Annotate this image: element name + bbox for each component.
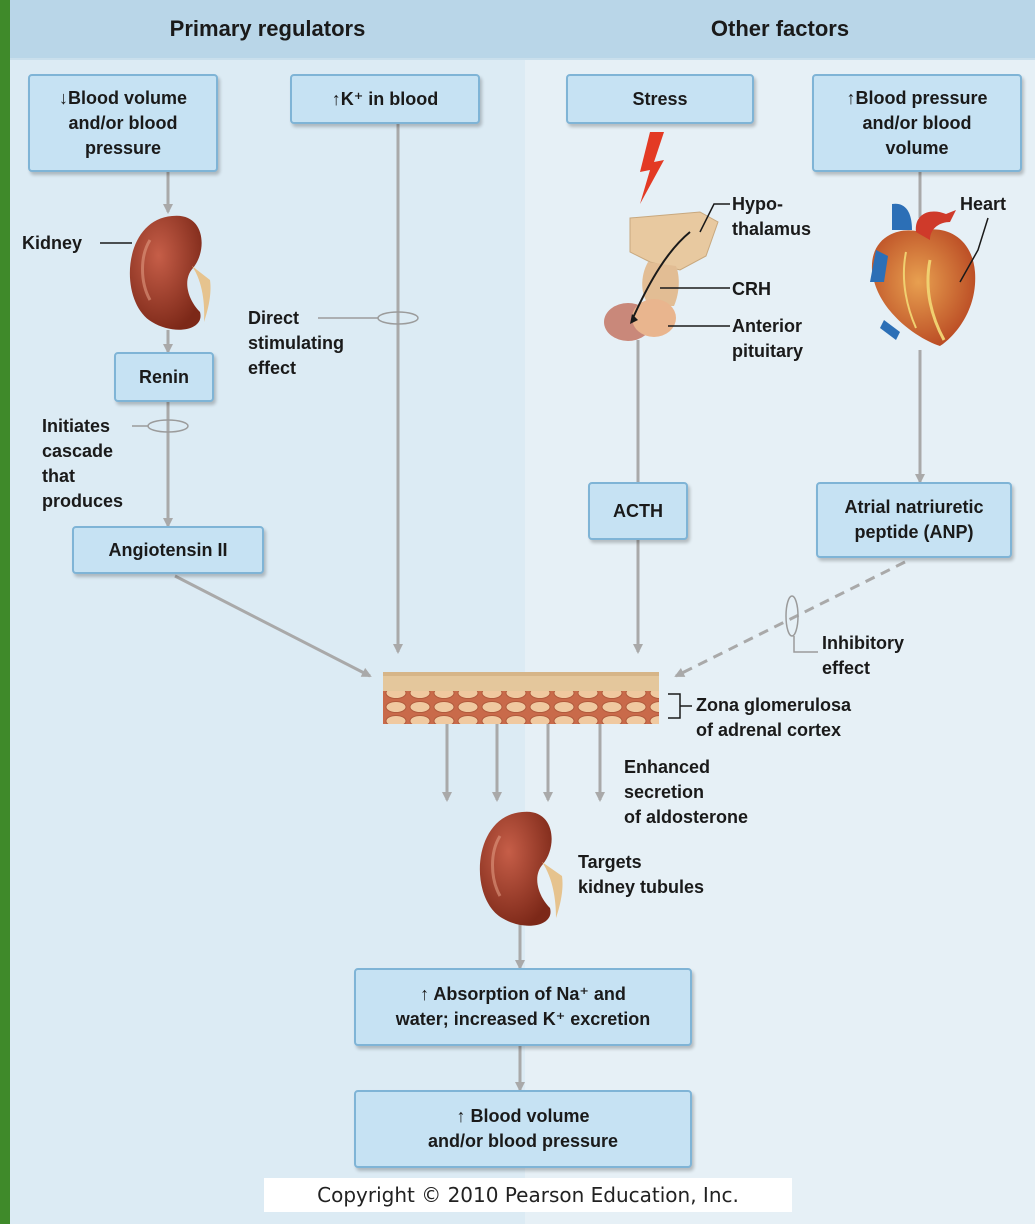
zona-glomerulosa-label: Zona glomerulosa of adrenal cortex: [696, 693, 851, 743]
hypothalamus-label: Hypo- thalamus: [732, 192, 811, 242]
heart-icon: [870, 204, 975, 346]
kidney-label: Kidney: [22, 231, 82, 256]
heart-label: Heart: [960, 192, 1006, 217]
kidney-icon-top: [130, 216, 211, 330]
lightning-icon: [640, 132, 664, 204]
absorption-box: ↑ Absorption of Na⁺ and water; increased…: [354, 968, 692, 1046]
anp-box: Atrial natriuretic peptide (ANP): [816, 482, 1012, 558]
copyright-notice: Copyright © 2010 Pearson Education, Inc.: [264, 1178, 792, 1212]
k-in-blood-box: ↑K⁺ in blood: [290, 74, 480, 124]
arrow-angiotensin-to-adrenal: [175, 576, 370, 676]
crh-label: CRH: [732, 277, 771, 302]
kidney-icon-bottom: [480, 812, 563, 926]
zona-glomerulosa-tissue: [383, 672, 659, 724]
stress-box: Stress: [566, 74, 754, 124]
targets-kidney-label: Targets kidney tubules: [578, 850, 704, 900]
high-blood-pressure-box: ↑Blood pressure and/or blood volume: [812, 74, 1022, 172]
low-blood-volume-box: ↓Blood volume and/or blood pressure: [28, 74, 218, 172]
acth-box: ACTH: [588, 482, 688, 540]
renin-box: Renin: [114, 352, 214, 402]
anterior-pituitary-label: Anterior pituitary: [732, 314, 803, 364]
blood-volume-increase-box: ↑ Blood volume and/or blood pressure: [354, 1090, 692, 1168]
inhibitory-effect-label: Inhibitory effect: [822, 631, 904, 681]
enhanced-secretion-label: Enhanced secretion of aldosterone: [624, 755, 748, 830]
direct-stimulating-label: Direct stimulating effect: [248, 306, 344, 381]
angiotensin-ii-box: Angiotensin II: [72, 526, 264, 574]
initiates-cascade-label: Initiates cascade that produces: [42, 414, 123, 514]
